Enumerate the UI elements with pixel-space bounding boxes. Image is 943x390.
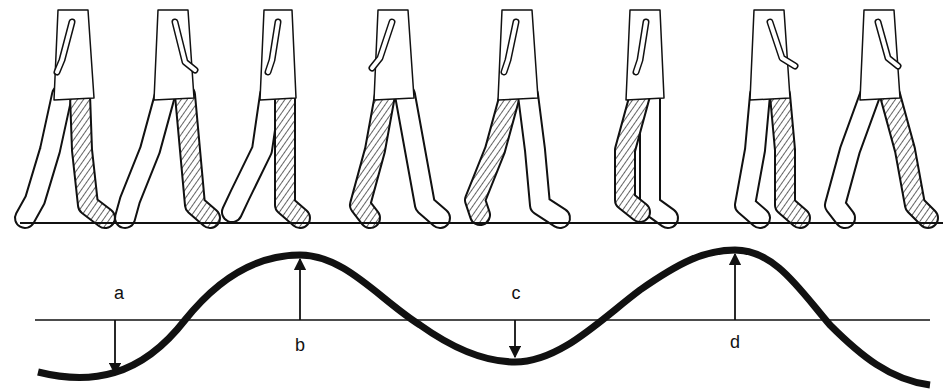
displacement-curve (38, 250, 930, 385)
curve-label: c (512, 284, 521, 302)
ground-line (20, 222, 943, 224)
arrow-b (299, 259, 301, 320)
walking-figures (25, 10, 928, 218)
amplitude-arrows (115, 254, 735, 374)
curve-label: d (730, 333, 740, 351)
baseline (35, 319, 930, 321)
arrow-c (514, 320, 516, 357)
arrow-d (734, 254, 736, 320)
curve-label: b (295, 336, 305, 354)
arrow-a (114, 320, 116, 374)
curve-label: a (114, 284, 124, 302)
